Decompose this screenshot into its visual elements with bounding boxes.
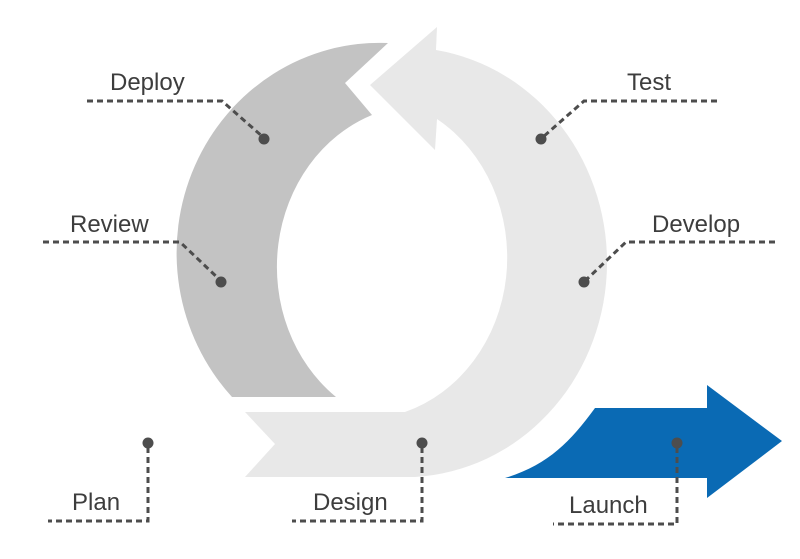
leader-lines	[43, 99, 775, 526]
test-label: Test	[627, 69, 671, 96]
deploy-label: Deploy	[110, 69, 185, 96]
launch-arrow	[505, 385, 782, 498]
review-leader	[43, 240, 222, 282]
review-marker-dot	[215, 276, 227, 288]
launch-leader	[553, 447, 679, 526]
deploy-marker-dot	[258, 133, 270, 145]
plan-marker-dot	[142, 437, 154, 449]
plan-leader	[48, 447, 150, 523]
develop-leader	[584, 240, 775, 282]
test-develop-design-arc	[245, 27, 608, 477]
design-marker-dot	[416, 437, 428, 449]
stage-labels: Deploy Test Review Develop Plan Design L…	[70, 69, 740, 519]
design-leader	[292, 447, 424, 523]
test-marker-dot	[535, 133, 547, 145]
review-deploy-arc	[176, 42, 388, 398]
plan-label: Plan	[72, 489, 120, 516]
deploy-leader	[87, 99, 264, 139]
develop-marker-dot	[578, 276, 590, 288]
design-label: Design	[313, 489, 388, 516]
launch-label: Launch	[569, 492, 648, 519]
develop-label: Develop	[652, 211, 740, 238]
review-label: Review	[70, 211, 149, 238]
test-leader	[542, 99, 717, 139]
launch-marker-dot	[671, 437, 683, 449]
